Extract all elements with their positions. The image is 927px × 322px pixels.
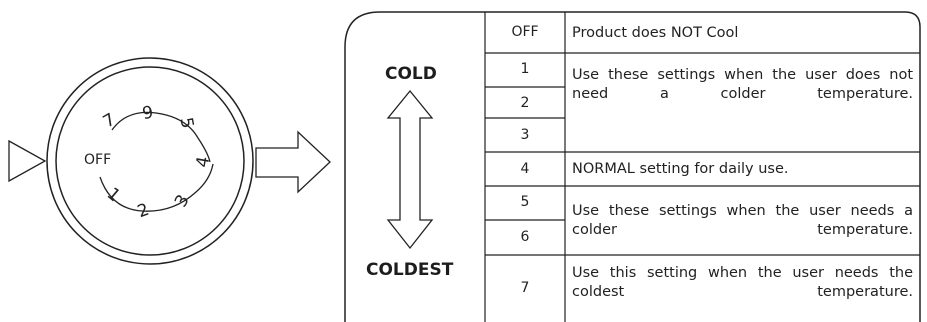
dial-scale-upper [111, 111, 211, 163]
cold-label: COLD [385, 64, 437, 84]
setting-3: 3 [520, 127, 530, 143]
dial-scale-lower [99, 163, 214, 212]
coldest-label: COLDEST [366, 260, 454, 280]
table-frame [344, 11, 921, 322]
description-settings-5-6: Use these settings when the user needs a… [572, 203, 913, 238]
right-arrow-icon [255, 130, 331, 194]
setting-2: 2 [520, 95, 530, 111]
dial-outer-ring [46, 57, 254, 265]
setting-5: 5 [520, 194, 530, 210]
dial-pointer-triangle [8, 139, 47, 183]
dial-off-label: OFF [84, 152, 112, 168]
description-setting-7: Use this setting when the user needs the… [572, 265, 913, 300]
cold-scale-arrow-icon [386, 89, 434, 250]
setting-6: 6 [520, 229, 530, 245]
setting-off: OFF [511, 24, 539, 40]
setting-7: 7 [520, 280, 530, 296]
dial-inner-ring [55, 66, 245, 256]
setting-4: 4 [520, 161, 530, 177]
setting-1: 1 [520, 61, 530, 77]
description-settings-1-3: Use these settings when the user does no… [572, 67, 913, 102]
description-off: Product does NOT Cool [572, 25, 739, 41]
description-setting-4: NORMAL setting for daily use. [572, 161, 789, 177]
